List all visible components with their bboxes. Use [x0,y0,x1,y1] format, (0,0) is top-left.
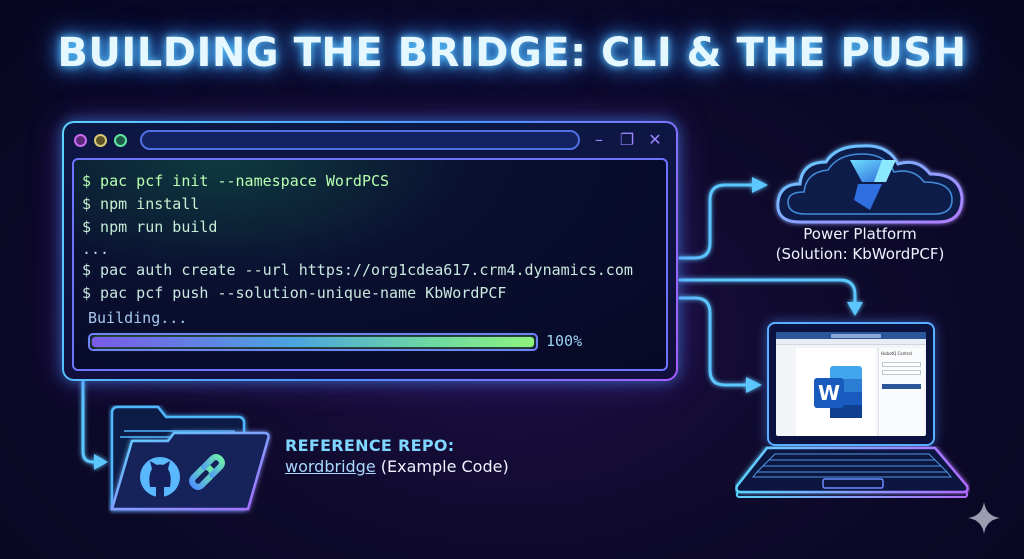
minimize-icon[interactable]: – [595,130,603,149]
sparkle-icon [968,502,1000,534]
address-bar[interactable] [140,130,580,150]
maximize-icon[interactable]: ❐ [619,130,635,149]
task-pane-button [882,384,921,389]
terminal-line: $ pac auth create --url https://org1cdea… [82,261,633,279]
terminal-line: ... [82,240,110,258]
word-logo-icon: W [814,366,862,418]
terminal-titlebar: – ❐ ✕ [74,129,666,151]
laptop-icon: W HubotQ Control [735,318,970,498]
repo-line: wordbridge (Example Code) [285,457,509,476]
task-pane-field [882,378,921,380]
arrow-head-cloud [752,177,768,193]
page-title: BUILDING THE BRIDGE: CLI & THE PUSH [57,30,967,76]
word-ribbon [776,339,926,345]
power-platform-label: Power Platform (Solution: KbWordPCF) [740,224,980,264]
laptop-screen: W HubotQ Control [767,322,935,446]
word-titlebar [776,332,926,339]
task-pane-field [882,370,921,375]
build-status: Building... [88,309,188,327]
build-progress: 100% [82,330,658,353]
reference-repo: REFERENCE REPO: wordbridge (Example Code… [285,436,509,476]
terminal-console[interactable]: $ pac pcf init --namespace WordPCS $ npm… [72,158,668,371]
task-pane-title: HubotQ Control [881,351,912,356]
word-window: W HubotQ Control [776,332,926,436]
svg-text:W: W [818,381,840,405]
close-icon[interactable]: ✕ [648,130,662,149]
task-pane-field [882,362,921,367]
power-platform-solution: (Solution: KbWordPCF) [775,245,945,263]
github-icon [140,457,180,497]
repo-suffix: (Example Code) [375,457,509,476]
cloud-icon [776,144,964,224]
power-platform-icon [850,160,896,210]
arrow-head-laptop-top [847,302,863,316]
repo-heading: REFERENCE REPO: [285,436,455,455]
arrow-head-repo [94,454,108,470]
window-dot-icon[interactable] [94,133,107,147]
folder-icon [110,405,270,511]
terminal-window: – ❐ ✕ $ pac pcf init --namespace WordPCS… [62,121,678,381]
terminal-line: $ npm run build [82,218,218,236]
laptop-keyboard [735,446,969,498]
window-dot-icon[interactable] [114,133,127,147]
power-platform-title: Power Platform [803,225,917,243]
progress-bar [88,332,538,351]
terminal-line: $ pac pcf push --solution-unique-name Kb… [82,284,507,302]
repo-link[interactable]: wordbridge [285,457,376,476]
window-dot-icon[interactable] [74,133,87,147]
progress-percent: 100% [546,332,583,350]
task-pane: HubotQ Control [878,348,924,436]
terminal-line: $ npm install [82,195,200,213]
progress-fill [92,336,534,347]
word-search-bar [831,333,881,338]
terminal-line: $ pac pcf init --namespace WordPCS [82,172,390,190]
link-icon [189,454,225,490]
word-document-page: W [796,348,876,436]
